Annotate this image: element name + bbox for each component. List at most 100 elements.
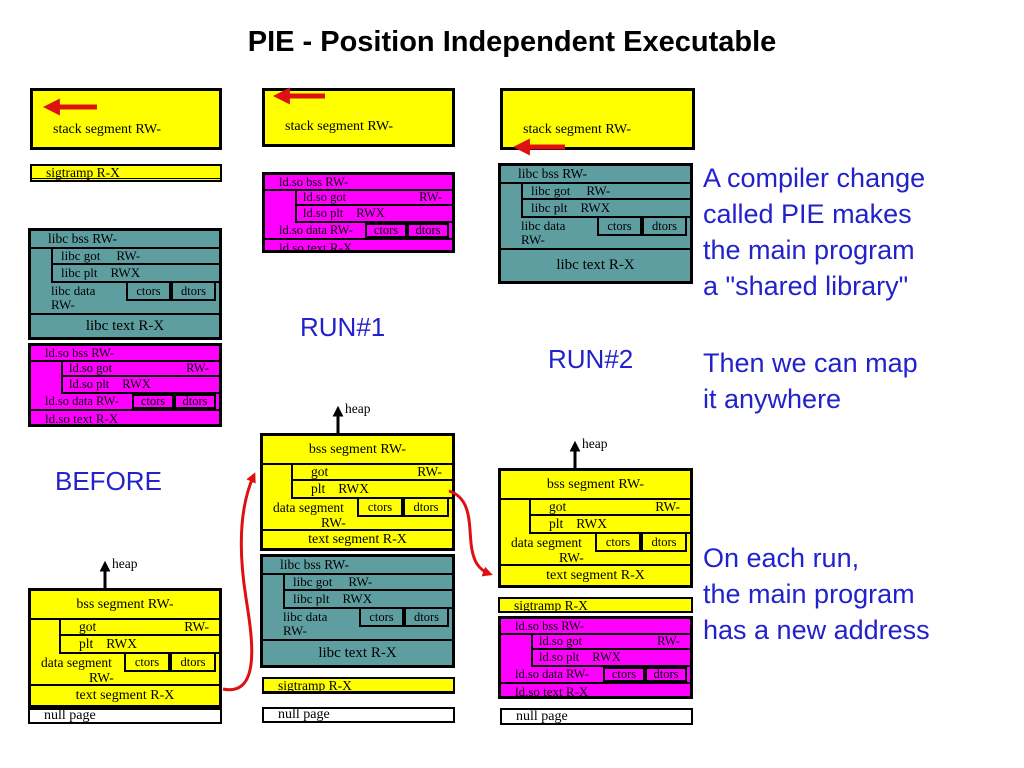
- libc-data-row: libc data RW- ctors dtors: [263, 609, 452, 639]
- sigtramp-label: sigtramp R-X: [500, 599, 691, 612]
- libc-got-plt-box: libc got RW- libc plt RWX: [521, 183, 690, 218]
- run1-main-program-block: bss segment RW- got RW- plt RWX data seg…: [260, 433, 455, 551]
- ldso-data-row: ld.so data RW- ctors dtors: [31, 394, 219, 409]
- before-ldso-block: ld.so bss RW- ld.so got RW- ld.so plt RW…: [28, 343, 222, 427]
- ldso-bss-row: ld.so bss RW-: [501, 619, 690, 635]
- data-segment-row: data segment RW- ctors dtors: [31, 654, 219, 685]
- null-page-label: null page: [44, 708, 96, 723]
- libc-text-row: libc text R-X: [263, 639, 452, 665]
- run2-sigtramp-box: sigtramp R-X: [498, 597, 693, 613]
- run1-null-page-box: null page: [262, 707, 455, 723]
- libc-data-label: libc data RW-: [51, 283, 96, 313]
- bss-segment-row: bss segment RW-: [31, 591, 219, 620]
- before-stack-segment-box: stack segment RW-: [30, 88, 222, 150]
- libc-bss-row: libc bss RW-: [31, 231, 219, 249]
- note-map-anywhere: Then we can map it anywhere: [703, 348, 918, 414]
- ldso-data-label: ld.so data RW-: [45, 394, 119, 408]
- ldso-got-plt-box: ld.so got RW- ld.so plt RWX: [61, 361, 219, 394]
- ldso-plt-row: ld.so plt RWX: [303, 206, 385, 220]
- ldso-data-row: ld.so data RW- ctors dtors: [265, 223, 452, 238]
- before-null-page-box: null page: [28, 708, 222, 724]
- dtors-box: dtors: [641, 534, 687, 552]
- ctors-box: ctors: [124, 654, 170, 672]
- ctors-dtors: ctors dtors: [126, 283, 216, 301]
- text-segment-row: text segment R-X: [501, 564, 690, 585]
- ldso-bss-row: ld.so bss RW-: [31, 346, 219, 362]
- ldso-got-row: ld.so got RW-: [533, 634, 690, 650]
- heap-label: heap: [345, 401, 371, 416]
- ctors-box: ctors: [597, 218, 642, 236]
- got-row: got RW-: [531, 499, 690, 516]
- run1-libc-block: libc bss RW- libc got RW- libc plt RWX l…: [260, 554, 455, 668]
- dtors-box: dtors: [170, 654, 216, 672]
- text-segment-row: text segment R-X: [31, 684, 219, 705]
- relocation-arrow-before-to-run1: [222, 472, 256, 692]
- libc-got-row: libc got RW-: [53, 248, 219, 265]
- data-segment-label: data segment RW-: [511, 535, 584, 565]
- run2-null-page-box: null page: [500, 708, 693, 725]
- dtors-box: dtors: [407, 223, 449, 238]
- heap-label: heap: [582, 436, 608, 451]
- libc-plt-row: libc plt RWX: [293, 591, 373, 606]
- dtors-box: dtors: [171, 283, 216, 301]
- libc-plt-row: libc plt RWX: [531, 200, 611, 215]
- libc-got-plt-box: libc got RW- libc plt RWX: [283, 574, 452, 609]
- libc-text-row: libc text R-X: [501, 248, 690, 281]
- run1-ldso-block: ld.so bss RW- ld.so got RW- ld.so plt RW…: [262, 172, 455, 256]
- got-plt-box: got RW- plt RWX: [529, 499, 690, 534]
- libc-data-label: libc data RW-: [283, 609, 328, 639]
- stack-segment-label: stack segment RW-: [285, 119, 394, 134]
- ldso-plt-row: ld.so plt RWX: [539, 650, 621, 664]
- ldso-text-row: ld.so text R-X: [501, 682, 690, 700]
- data-segment-row: data segment RW- ctors dtors: [501, 534, 690, 565]
- plt-row: plt RWX: [549, 516, 608, 531]
- ctors-box: ctors: [359, 609, 404, 627]
- ctors-box: ctors: [595, 534, 641, 552]
- libc-plt-row: libc plt RWX: [61, 265, 141, 280]
- page-title: PIE - Position Independent Executable: [247, 26, 777, 58]
- dtors-box: dtors: [403, 499, 449, 517]
- dtors-box: dtors: [404, 609, 449, 627]
- data-segment-row: data segment RW- ctors dtors: [263, 499, 452, 530]
- libc-data-label: libc data RW-: [521, 218, 566, 248]
- ctors-dtors: ctors dtors: [132, 394, 216, 409]
- ldso-text-row: ld.so text R-X: [31, 409, 219, 427]
- ldso-plt-row: ld.so plt RWX: [69, 377, 151, 391]
- ldso-bss-row: ld.so bss RW-: [265, 175, 452, 191]
- libc-data-row: libc data RW- ctors dtors: [31, 283, 219, 313]
- stack-segment-label: stack segment RW-: [53, 122, 162, 137]
- data-segment-label: data segment RW-: [273, 500, 346, 530]
- ldso-data-label: ld.so data RW-: [279, 223, 353, 237]
- ctors-box: ctors: [603, 667, 645, 682]
- ctors-box: ctors: [132, 394, 174, 409]
- before-sigtramp-box: sigtramp R-X: [30, 164, 222, 182]
- plt-row: plt RWX: [311, 481, 370, 496]
- run2-label: RUN#2: [548, 344, 634, 374]
- before-label: BEFORE: [55, 466, 162, 496]
- ctors-dtors: ctors dtors: [124, 654, 216, 672]
- libc-got-plt-box: libc got RW- libc plt RWX: [51, 248, 219, 283]
- ldso-data-label: ld.so data RW-: [515, 667, 589, 681]
- ctors-dtors: ctors dtors: [357, 499, 449, 517]
- note-compiler-change: A compiler change called PIE makes the m…: [703, 163, 926, 301]
- run2-stack-segment-box: stack segment RW-: [500, 88, 695, 150]
- libc-text-row: libc text R-X: [31, 313, 219, 337]
- plt-row: plt RWX: [79, 636, 138, 651]
- run2-ldso-block: ld.so bss RW- ld.so got RW- ld.so plt RW…: [498, 616, 693, 699]
- bss-segment-row: bss segment RW-: [501, 471, 690, 500]
- dtors-box: dtors: [645, 667, 687, 682]
- run2-main-program-block: bss segment RW- got RW- plt RWX data seg…: [498, 468, 693, 588]
- ctors-box: ctors: [365, 223, 407, 238]
- ldso-got-row: ld.so got RW-: [297, 190, 452, 206]
- ctors-dtors: ctors dtors: [595, 534, 687, 552]
- data-segment-label: data segment RW-: [41, 655, 114, 685]
- before-libc-block: libc bss RW- libc got RW- libc plt RWX l…: [28, 228, 222, 340]
- libc-got-row: libc got RW-: [285, 574, 452, 591]
- ctors-dtors: ctors dtors: [597, 218, 687, 236]
- relocation-arrow-run1-to-run2: [448, 489, 493, 577]
- libc-data-row: libc data RW- ctors dtors: [501, 218, 690, 248]
- ldso-got-row: ld.so got RW-: [63, 361, 219, 377]
- got-row: got RW-: [293, 464, 452, 481]
- before-main-program-block: bss segment RW- got RW- plt RWX data seg…: [28, 588, 222, 708]
- ldso-text-row: ld.so text R-X: [265, 238, 452, 256]
